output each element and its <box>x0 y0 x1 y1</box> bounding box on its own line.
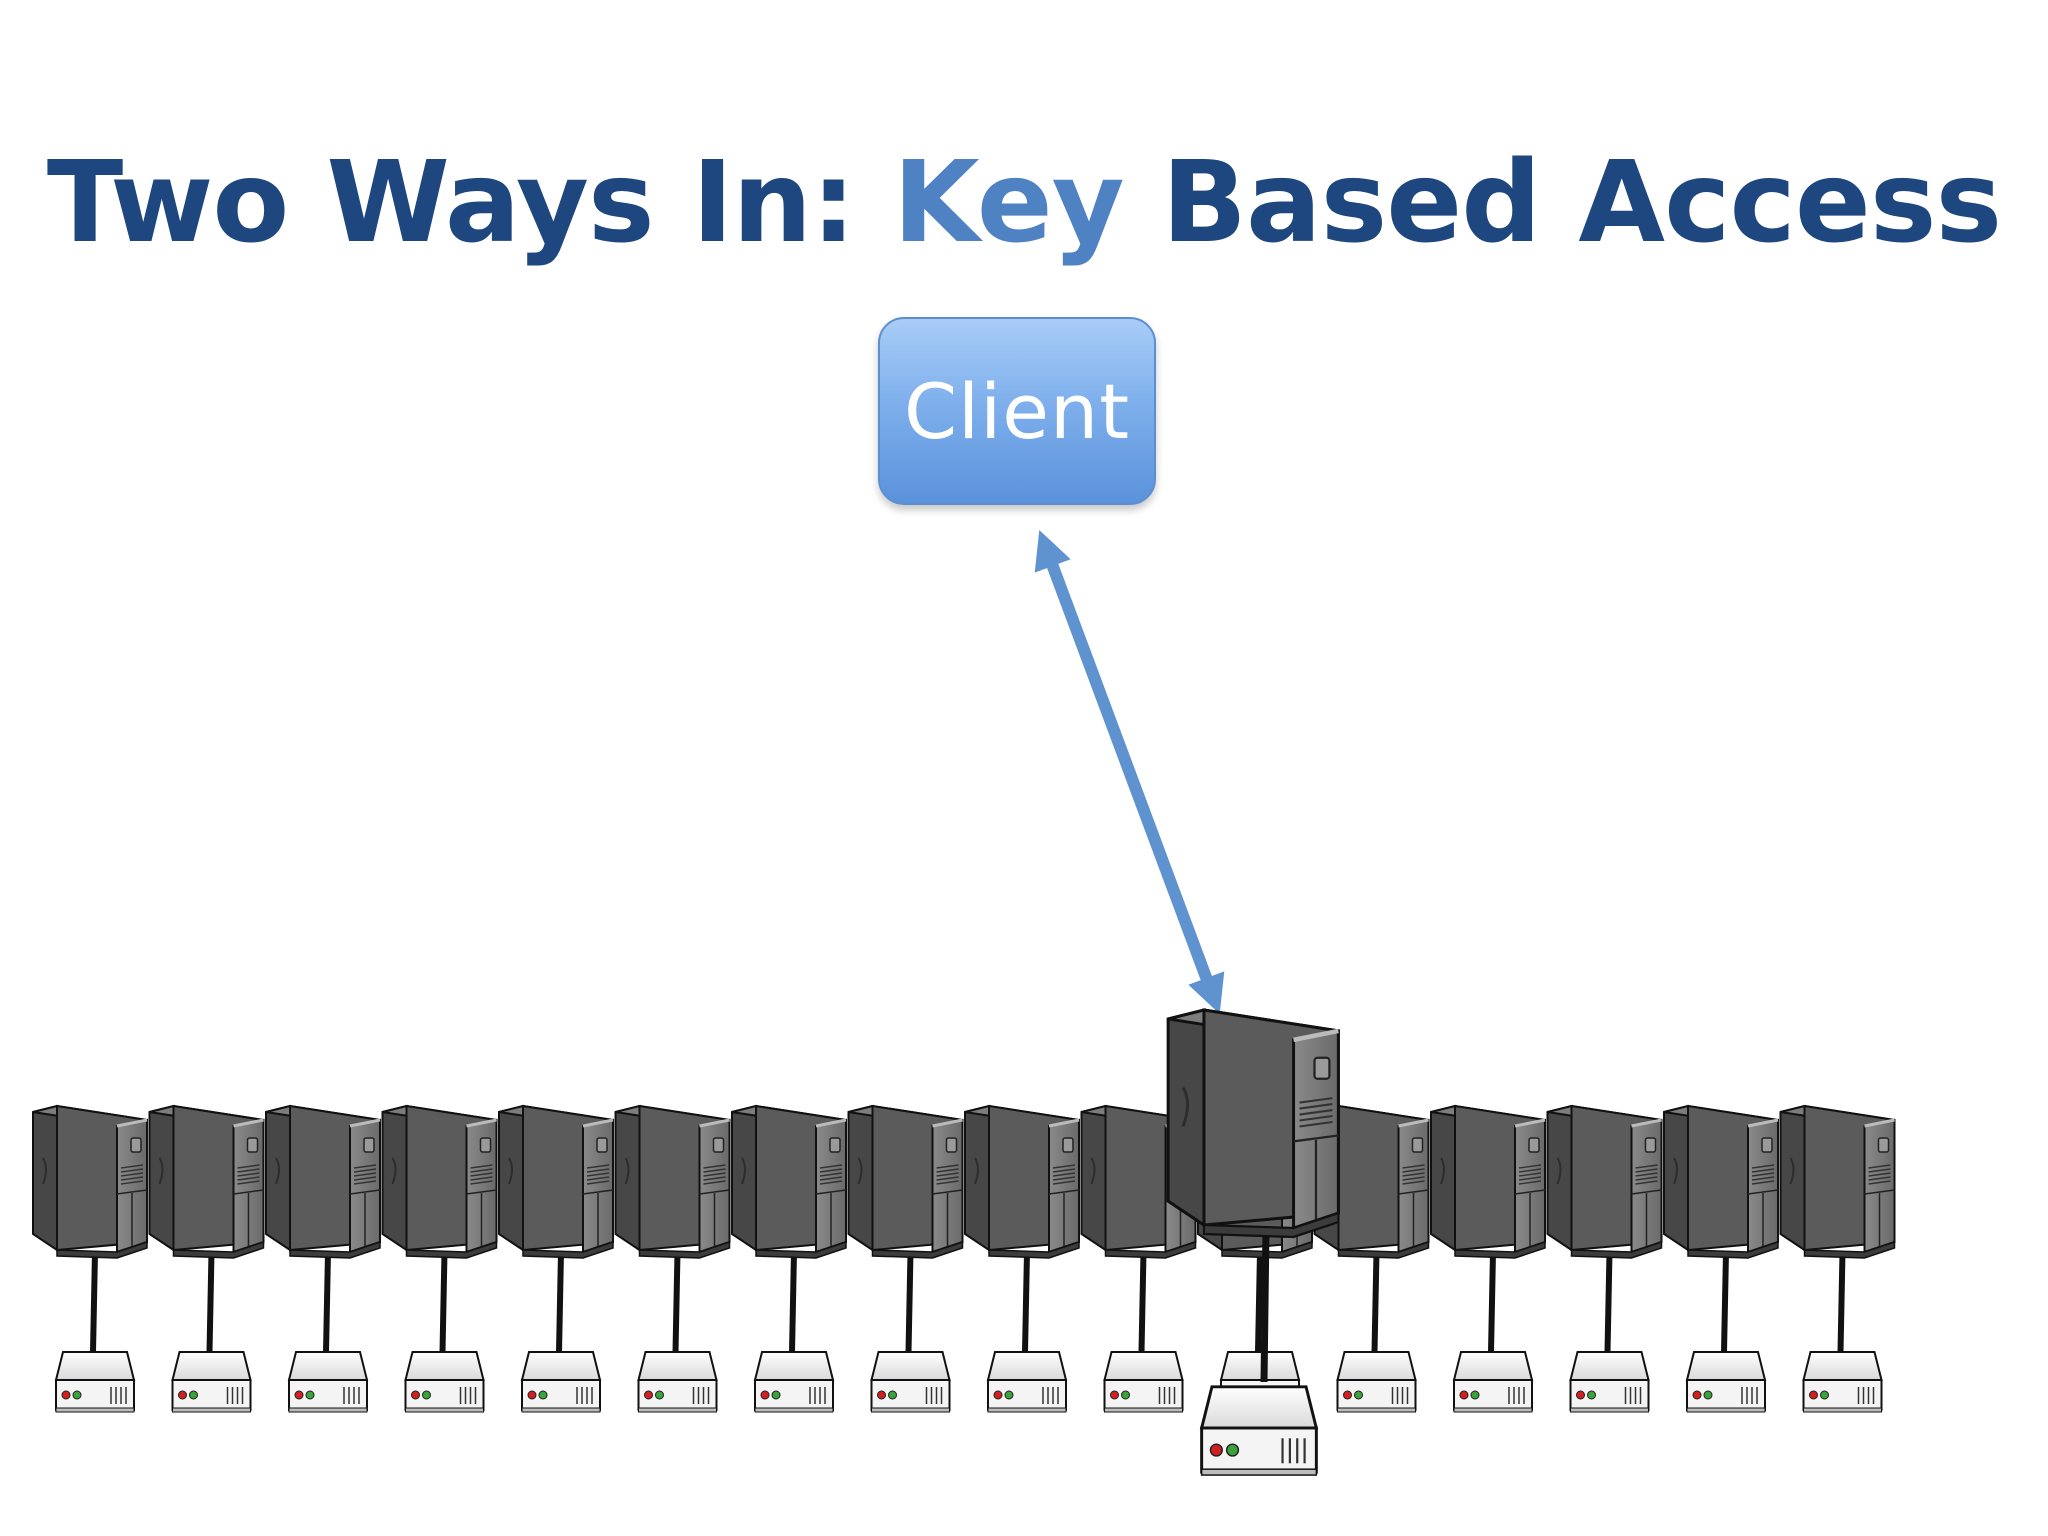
drive-icon <box>1200 1385 1318 1477</box>
drive-icon <box>55 1351 135 1413</box>
server-node <box>497 1104 615 1413</box>
drive-icon <box>1686 1351 1766 1413</box>
drive-icon <box>1569 1351 1650 1413</box>
server-node <box>1429 1104 1547 1413</box>
server-node <box>1313 1104 1430 1413</box>
server-drive-link <box>1837 1251 1846 1353</box>
server-drive-link <box>1488 1251 1496 1353</box>
server-drive-link <box>1721 1251 1729 1353</box>
server-icon <box>497 1104 615 1260</box>
server-icon <box>614 1104 731 1260</box>
server-drive-link <box>672 1251 681 1353</box>
server-drive-link <box>1255 1251 1263 1353</box>
server-highlighted <box>1168 1010 1338 1477</box>
server-drive-link <box>789 1251 797 1353</box>
drive-icon <box>1802 1351 1883 1413</box>
server-icon <box>31 1104 149 1260</box>
server-node <box>1779 1104 1896 1413</box>
server-node <box>264 1104 382 1413</box>
server-drive-link <box>439 1251 448 1353</box>
server-icon <box>148 1104 265 1260</box>
slide-title: Two Ways In: Key Based Access <box>0 128 2048 278</box>
server-drive-link <box>1022 1251 1030 1353</box>
title-prefix: Two Ways In: <box>46 138 893 268</box>
server-node <box>1546 1104 1663 1413</box>
server-node <box>963 1104 1081 1413</box>
title-suffix: Based Access <box>1123 138 2003 268</box>
drive-icon <box>521 1351 601 1413</box>
server-node <box>1196 1104 1314 1413</box>
server-icon <box>381 1104 498 1260</box>
server-icon <box>1429 1104 1547 1260</box>
drive-icon <box>870 1351 951 1413</box>
drive-icon <box>637 1351 718 1413</box>
server-drive-link <box>323 1251 331 1353</box>
server-node <box>381 1104 498 1413</box>
server-node <box>614 1104 731 1413</box>
server-node <box>31 1104 149 1413</box>
server-node <box>148 1104 265 1413</box>
server-drive-link <box>1371 1251 1380 1353</box>
server-node <box>1662 1104 1780 1413</box>
client-node[interactable]: Client <box>878 317 1156 505</box>
server-icon <box>847 1104 964 1260</box>
server-drive-link <box>1138 1251 1147 1353</box>
connection-arrow <box>1034 530 1225 1014</box>
server-icon <box>1662 1104 1780 1260</box>
server-icon <box>1168 1010 1338 1237</box>
server-drive-link <box>90 1251 98 1353</box>
drive-icon <box>1453 1351 1533 1413</box>
server-drive-link <box>556 1251 564 1353</box>
drive-icon <box>987 1351 1067 1413</box>
drive-icon <box>288 1351 368 1413</box>
server-drive-link <box>1260 1227 1270 1383</box>
client-label: Client <box>903 366 1131 456</box>
server-row <box>31 1010 1896 1477</box>
server-node <box>1080 1104 1197 1413</box>
server-icon <box>1779 1104 1896 1260</box>
server-drive-link <box>1604 1251 1613 1353</box>
server-drive-link <box>206 1251 215 1353</box>
server-icon <box>1546 1104 1663 1260</box>
drive-icon <box>171 1351 252 1413</box>
title-accent: Key <box>892 138 1125 268</box>
server-drive-link <box>905 1251 914 1353</box>
drive-icon <box>754 1351 834 1413</box>
drive-icon <box>404 1351 485 1413</box>
drive-icon <box>1103 1351 1184 1413</box>
server-node <box>847 1104 964 1413</box>
server-icon <box>963 1104 1081 1260</box>
server-icon <box>730 1104 848 1260</box>
server-icon <box>264 1104 382 1260</box>
server-node <box>730 1104 848 1413</box>
drive-icon <box>1336 1351 1417 1413</box>
